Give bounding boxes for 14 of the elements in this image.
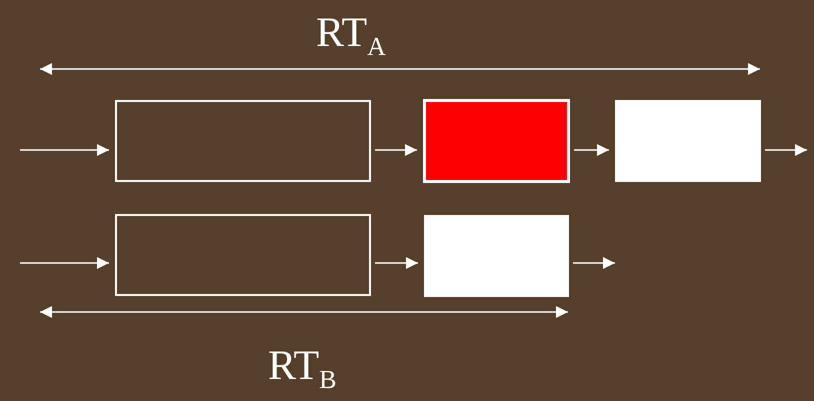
arrow (20, 144, 109, 156)
process-box (423, 99, 570, 183)
arrow (20, 257, 109, 269)
process-box (424, 215, 569, 297)
process-box (115, 214, 371, 296)
dimension-label: RT$_{A}$ (316, 12, 386, 60)
process-box (115, 100, 371, 182)
arrow (375, 257, 418, 269)
arrow (574, 144, 609, 156)
arrow (375, 144, 417, 156)
process-box (615, 100, 761, 182)
arrow (765, 144, 807, 156)
arrow (573, 257, 615, 269)
dimension-label: RT$_{B}$ (268, 345, 336, 394)
